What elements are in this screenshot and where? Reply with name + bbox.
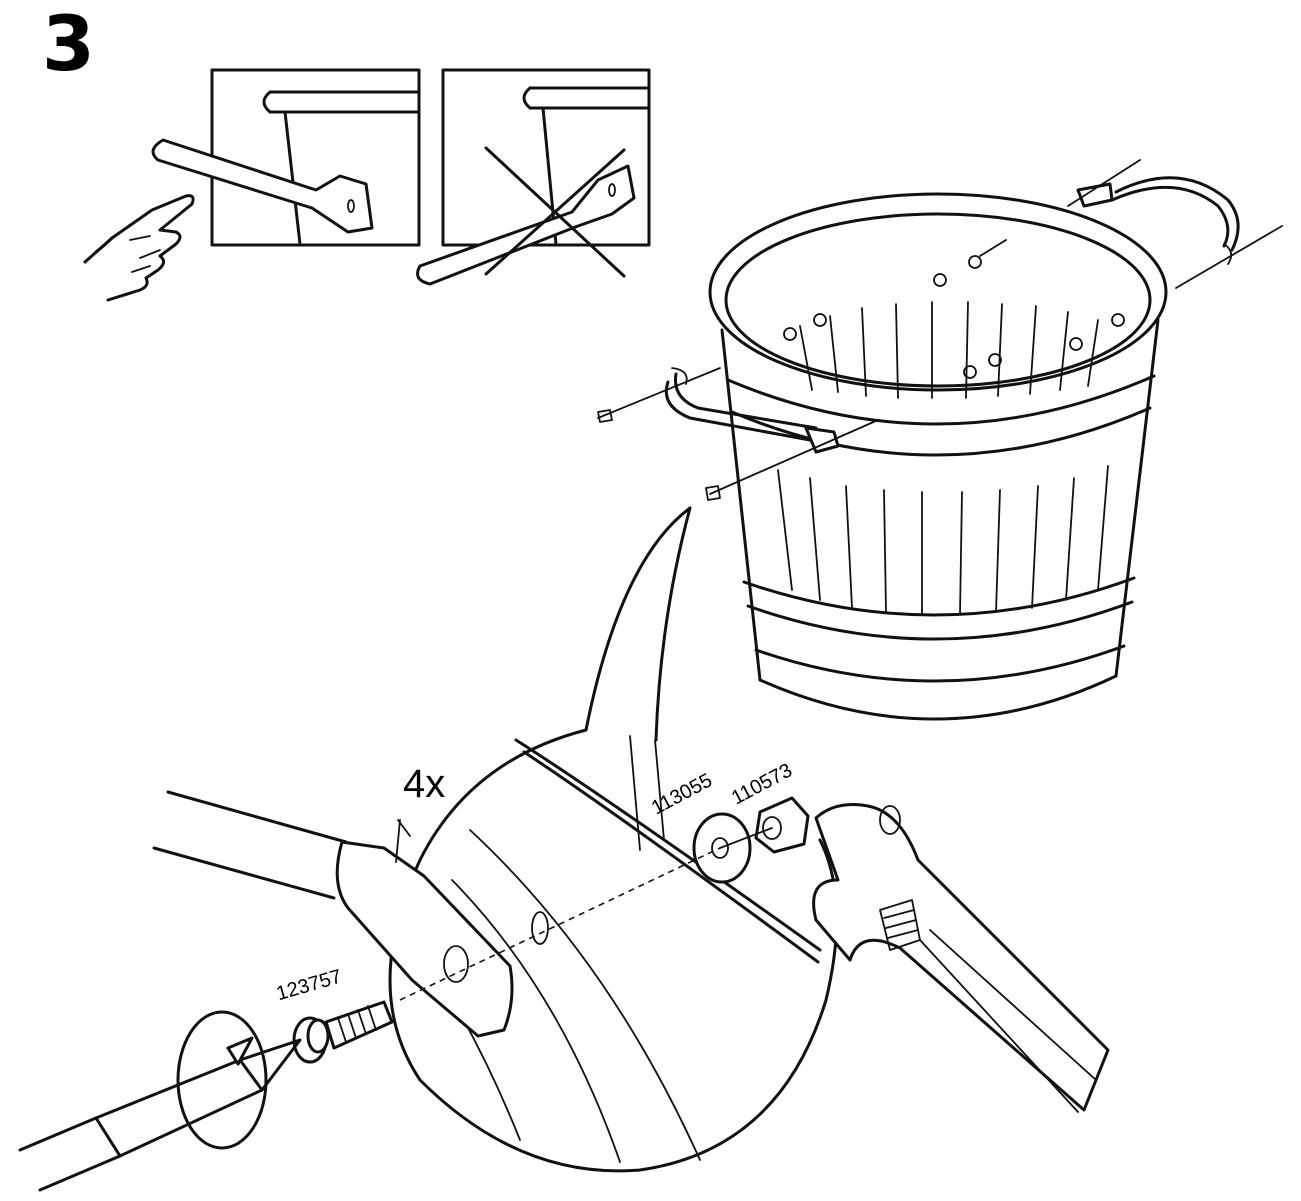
cross-out-icon: [484, 146, 626, 278]
bucket-handle-left: [597, 367, 879, 501]
clockwise-arrow-icon: [176, 1010, 268, 1150]
detail-handle-end: [152, 790, 514, 1038]
handle-wrong-panel: [416, 68, 651, 286]
screwdriver: [18, 1038, 302, 1192]
assembly-axis: [399, 827, 773, 1001]
wrench: [812, 803, 1110, 1113]
step-number: 3: [42, 0, 95, 88]
bucket-handle-right: [1067, 159, 1283, 289]
handle-correct-panel: [151, 68, 421, 247]
quantity-label: 4x: [403, 762, 446, 806]
detail-callout-outline: [388, 506, 839, 1173]
bolt-part: [292, 1000, 394, 1064]
pointing-hand-icon: [83, 194, 195, 302]
bucket: [708, 192, 1168, 721]
nut-part: [754, 796, 810, 854]
